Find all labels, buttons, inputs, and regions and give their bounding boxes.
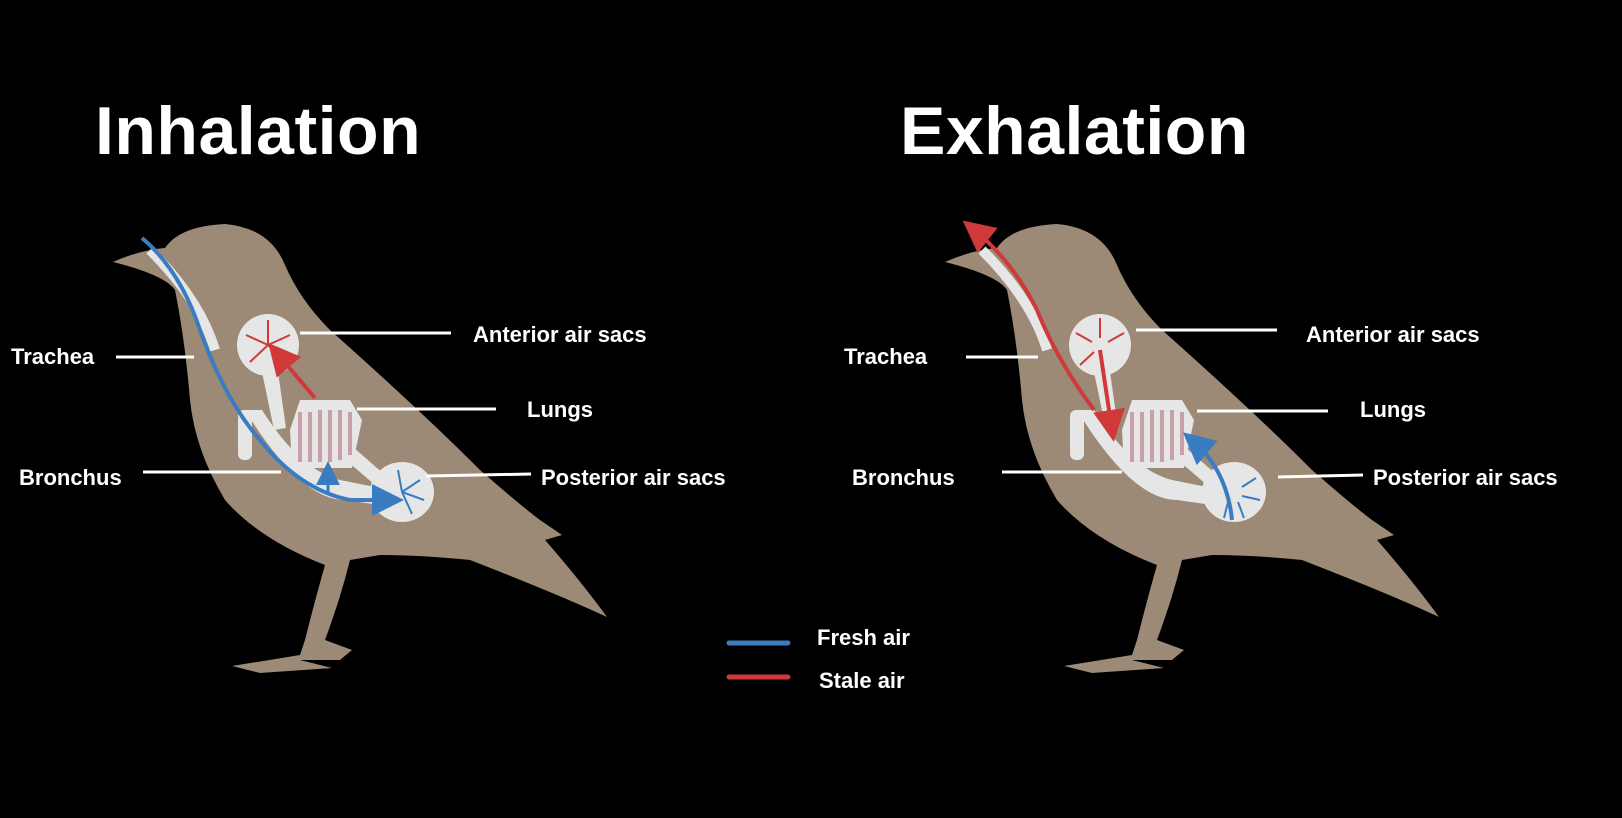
label-posterior-right: Posterior air sacs xyxy=(1373,465,1558,490)
label-bronchus-left: Bronchus xyxy=(19,465,122,490)
label-anterior-left: Anterior air sacs xyxy=(473,322,647,347)
posterior-sac-contraction-arrows xyxy=(1223,477,1261,519)
posterior-to-lung-arrow xyxy=(1182,432,1234,521)
leader-lines-right xyxy=(966,328,1364,479)
label-trachea-left: Trachea xyxy=(11,344,95,369)
anterior-to-bronchus-arrow xyxy=(1093,349,1125,442)
legend-fresh-label: Fresh air xyxy=(817,625,910,650)
label-lungs-right: Lungs xyxy=(1360,397,1426,422)
label-lungs-left: Lungs xyxy=(527,397,593,422)
exhalation-bird xyxy=(945,220,1439,673)
title-inhalation: Inhalation xyxy=(95,93,422,169)
anterior-sac-contraction-arrows xyxy=(1075,318,1125,366)
label-bronchus-right: Bronchus xyxy=(852,465,955,490)
legend-stale-label: Stale air xyxy=(819,668,905,693)
posterior-sac-expansion-arrows xyxy=(397,469,425,515)
label-anterior-right: Anterior air sacs xyxy=(1306,322,1480,347)
label-trachea-right: Trachea xyxy=(844,344,928,369)
leader-lines-left xyxy=(116,331,532,478)
stale-air-flow-path xyxy=(962,220,1096,412)
inhalation-bird xyxy=(113,224,607,673)
label-posterior-left: Posterior air sacs xyxy=(541,465,726,490)
title-exhalation: Exhalation xyxy=(900,93,1249,169)
fresh-air-flow-path xyxy=(140,236,404,516)
anterior-sac-expansion-arrows xyxy=(245,320,291,363)
